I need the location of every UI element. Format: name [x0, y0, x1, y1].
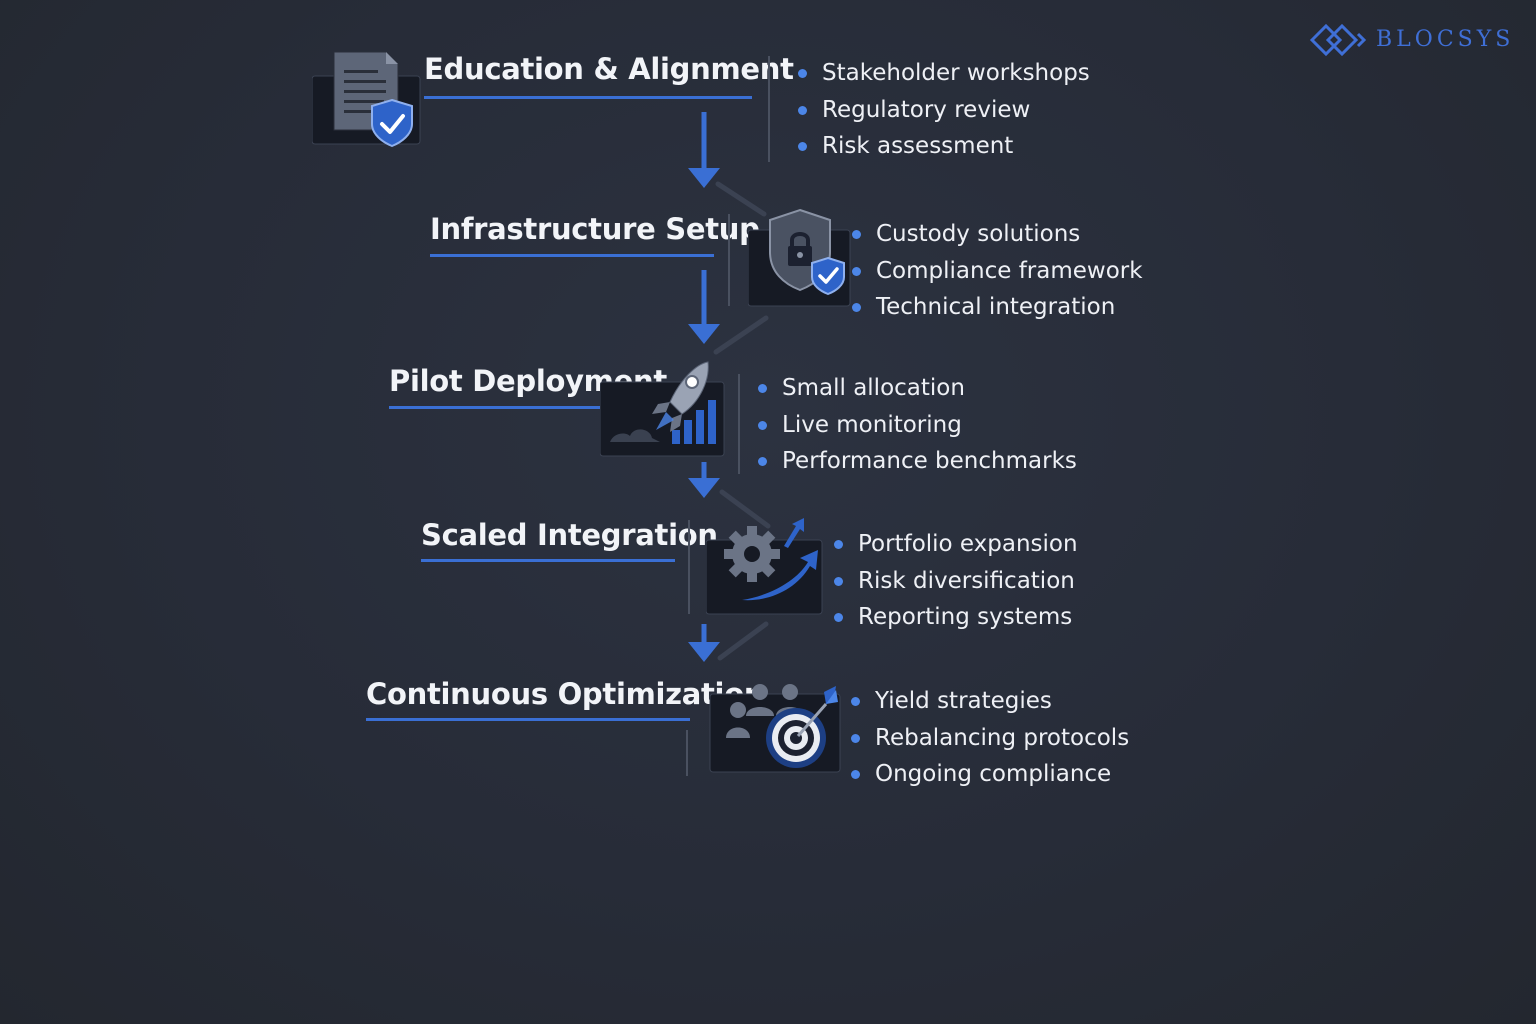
gear-growth-icon	[706, 518, 823, 615]
list-item: Custody solutions	[850, 216, 1143, 253]
step-3-icon-box	[600, 358, 728, 458]
list-item: Rebalancing protocols	[849, 720, 1129, 757]
list-item: Portfolio expansion	[832, 526, 1078, 563]
step-2-underline	[430, 254, 714, 257]
step-1-underline	[424, 96, 752, 99]
step-4-title: Scaled Integration	[421, 518, 718, 552]
step-3-bullets: Small allocation Live monitoring Perform…	[756, 370, 1077, 480]
list-item: Performance benchmarks	[756, 443, 1077, 480]
diagonal-links	[713, 181, 771, 661]
arrow-2-icon	[688, 270, 720, 344]
step-5-title: Continuous Optimization	[366, 677, 765, 711]
step-2-divider	[728, 214, 730, 306]
rocket-chart-icon	[600, 361, 725, 457]
blocsys-logo-icon	[1309, 23, 1367, 57]
step-2-bullets: Custody solutions Compliance framework T…	[850, 216, 1143, 326]
brand-name: BLOCSYS	[1376, 27, 1515, 52]
list-item: Reporting systems	[832, 599, 1078, 636]
step-5-underline	[366, 718, 690, 721]
arrow-3-icon	[688, 462, 720, 498]
list-item: Stakeholder workshops	[796, 55, 1090, 92]
document-shield-icon	[312, 51, 421, 148]
list-item: Compliance framework	[850, 253, 1143, 290]
step-3-underline	[389, 406, 625, 409]
list-item: Risk assessment	[796, 128, 1090, 165]
step-4-bullets: Portfolio expansion Risk diversification…	[832, 526, 1078, 636]
step-1-divider	[768, 56, 770, 162]
team-target-icon	[709, 684, 841, 773]
list-item: Risk diversification	[832, 563, 1078, 600]
step-5-icon-box	[708, 680, 842, 776]
step-4-underline	[421, 559, 675, 562]
step-5-bullets: Yield strategies Rebalancing protocols O…	[849, 683, 1129, 793]
list-item: Ongoing compliance	[849, 756, 1129, 793]
step-2-title: Infrastructure Setup	[430, 212, 760, 246]
step-1-icon-box	[312, 50, 422, 150]
step-5-divider	[686, 730, 688, 776]
list-item: Small allocation	[756, 370, 1077, 407]
brand-logo: BLOCSYS	[1308, 20, 1510, 60]
list-item: Technical integration	[850, 289, 1143, 326]
list-item: Live monitoring	[756, 407, 1077, 444]
arrow-4-icon	[688, 624, 720, 662]
step-4-icon-box	[706, 516, 826, 616]
list-item: Yield strategies	[849, 683, 1129, 720]
step-1-title: Education & Alignment	[424, 52, 794, 86]
shield-lock-icon	[748, 208, 851, 307]
step-2-icon-box	[748, 208, 852, 308]
step-4-divider	[688, 520, 690, 614]
list-item: Regulatory review	[796, 92, 1090, 129]
step-3-divider	[738, 374, 740, 474]
step-1-bullets: Stakeholder workshops Regulatory review …	[796, 55, 1090, 165]
arrow-1-icon	[688, 112, 720, 188]
